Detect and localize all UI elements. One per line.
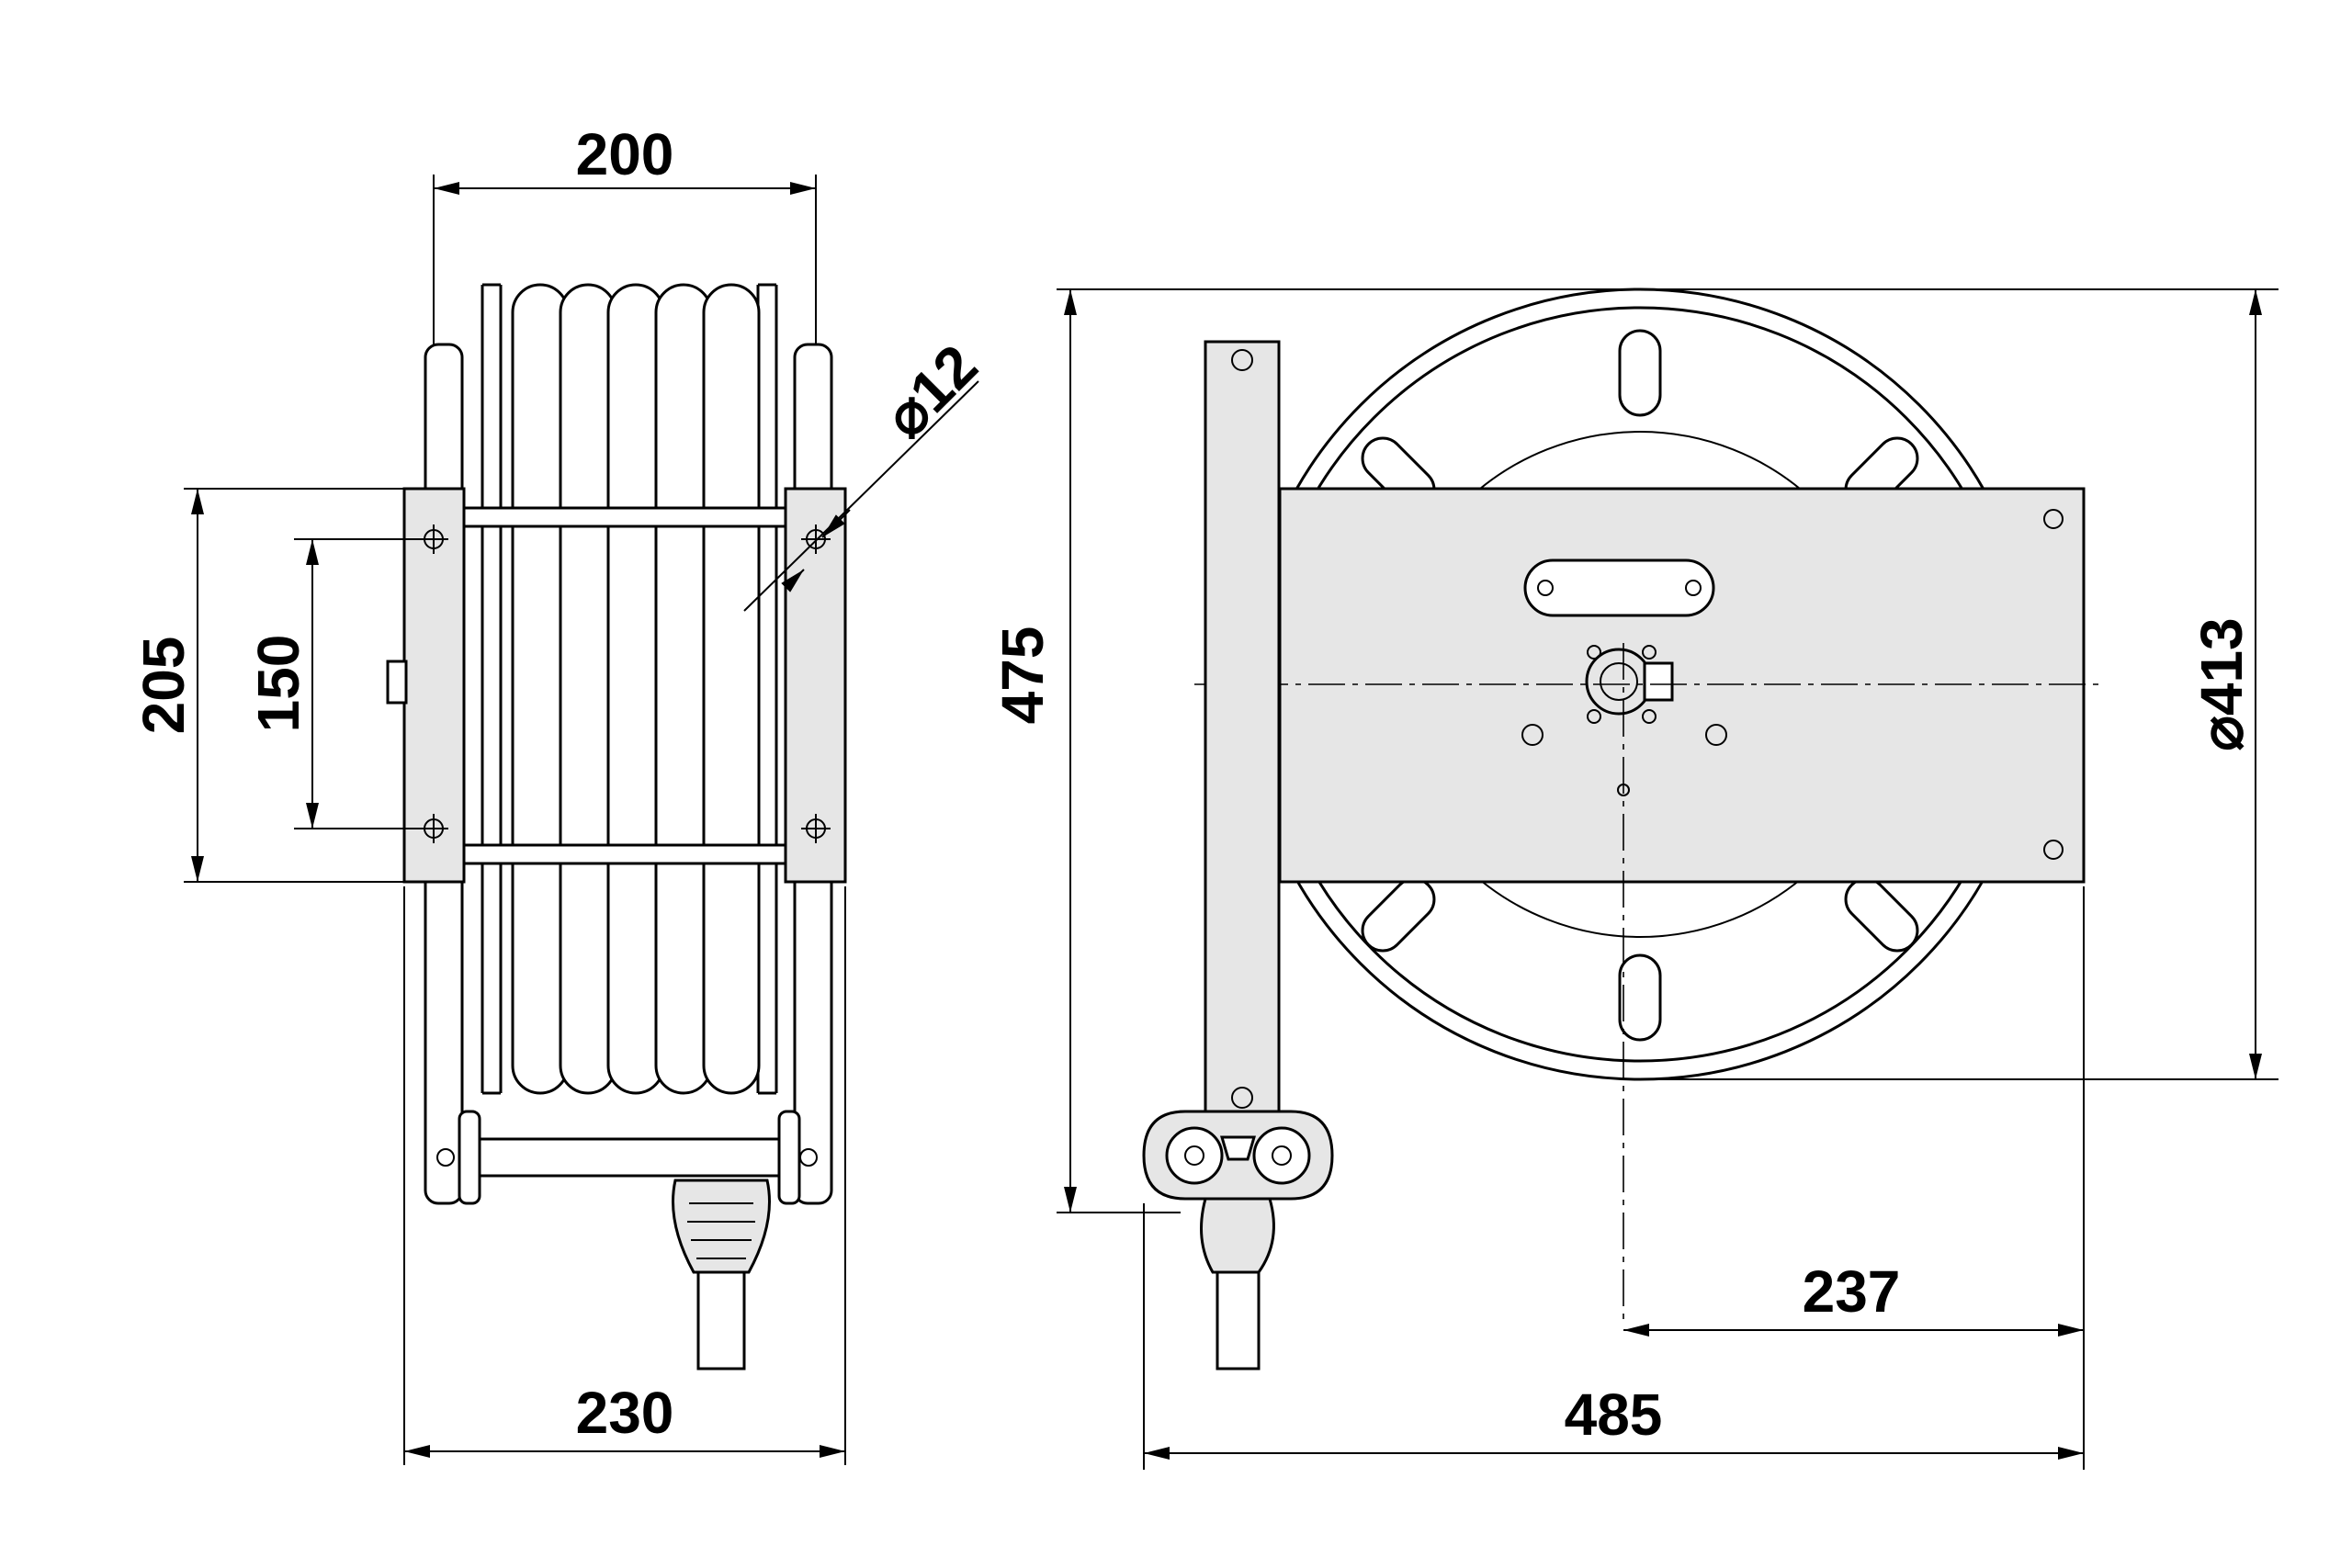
upper-tie-rod: [462, 506, 787, 528]
front-mounting-plate: [1278, 487, 2086, 884]
swivel-fitting: [386, 660, 408, 705]
hose-outlet: [696, 1270, 746, 1371]
diameter-symbol-413: ⌀: [2188, 716, 2255, 751]
dimension-hole-12: ⌀12: [743, 332, 989, 612]
right-drum-flange: [756, 283, 778, 1095]
dimension-200: 200: [433, 121, 817, 344]
dim-413-label: 413: [2188, 617, 2255, 716]
lower-tie-rod: [462, 843, 787, 865]
dimension-475: 475: [989, 288, 1645, 1213]
dimension-485: 485: [1143, 1203, 2085, 1470]
dimension-237: 237: [1623, 886, 2085, 1341]
dim-205-label: 205: [130, 637, 197, 735]
dim-150-label: 150: [245, 635, 311, 733]
dim-230-label: 230: [576, 1380, 674, 1446]
hose-guide-bar: [467, 1137, 787, 1178]
dimension-150: 150: [245, 538, 423, 829]
svg-text:⌀413: ⌀413: [2188, 617, 2255, 750]
front-view: [1142, 288, 2104, 1371]
guide-bolt-right: [799, 1148, 818, 1167]
front-hose-stopper: [1200, 1197, 1275, 1274]
hose-coils: [511, 283, 761, 1095]
vertical-bracket: [1204, 340, 1281, 1134]
dimension-205: 205: [130, 488, 404, 883]
dim-485-label: 485: [1565, 1382, 1663, 1448]
right-guide-roller: [777, 1110, 801, 1205]
dimension-230: 230: [403, 886, 846, 1465]
side-mounting-holes: [419, 525, 831, 843]
dim-200-label: 200: [576, 121, 674, 187]
left-drum-flange: [481, 283, 503, 1095]
side-view: [386, 283, 847, 1371]
left-guide-roller: [458, 1110, 481, 1205]
svg-text:⌀12: ⌀12: [872, 332, 989, 449]
dimension-413: ⌀413: [1640, 288, 2278, 1080]
guide-bolt-left: [436, 1148, 455, 1167]
dim-237-label: 237: [1803, 1258, 1901, 1325]
dim-475-label: 475: [989, 626, 1056, 725]
front-hose-outlet: [1216, 1270, 1261, 1371]
plate-slot: [1523, 558, 1715, 617]
axle-key: [1643, 661, 1674, 702]
